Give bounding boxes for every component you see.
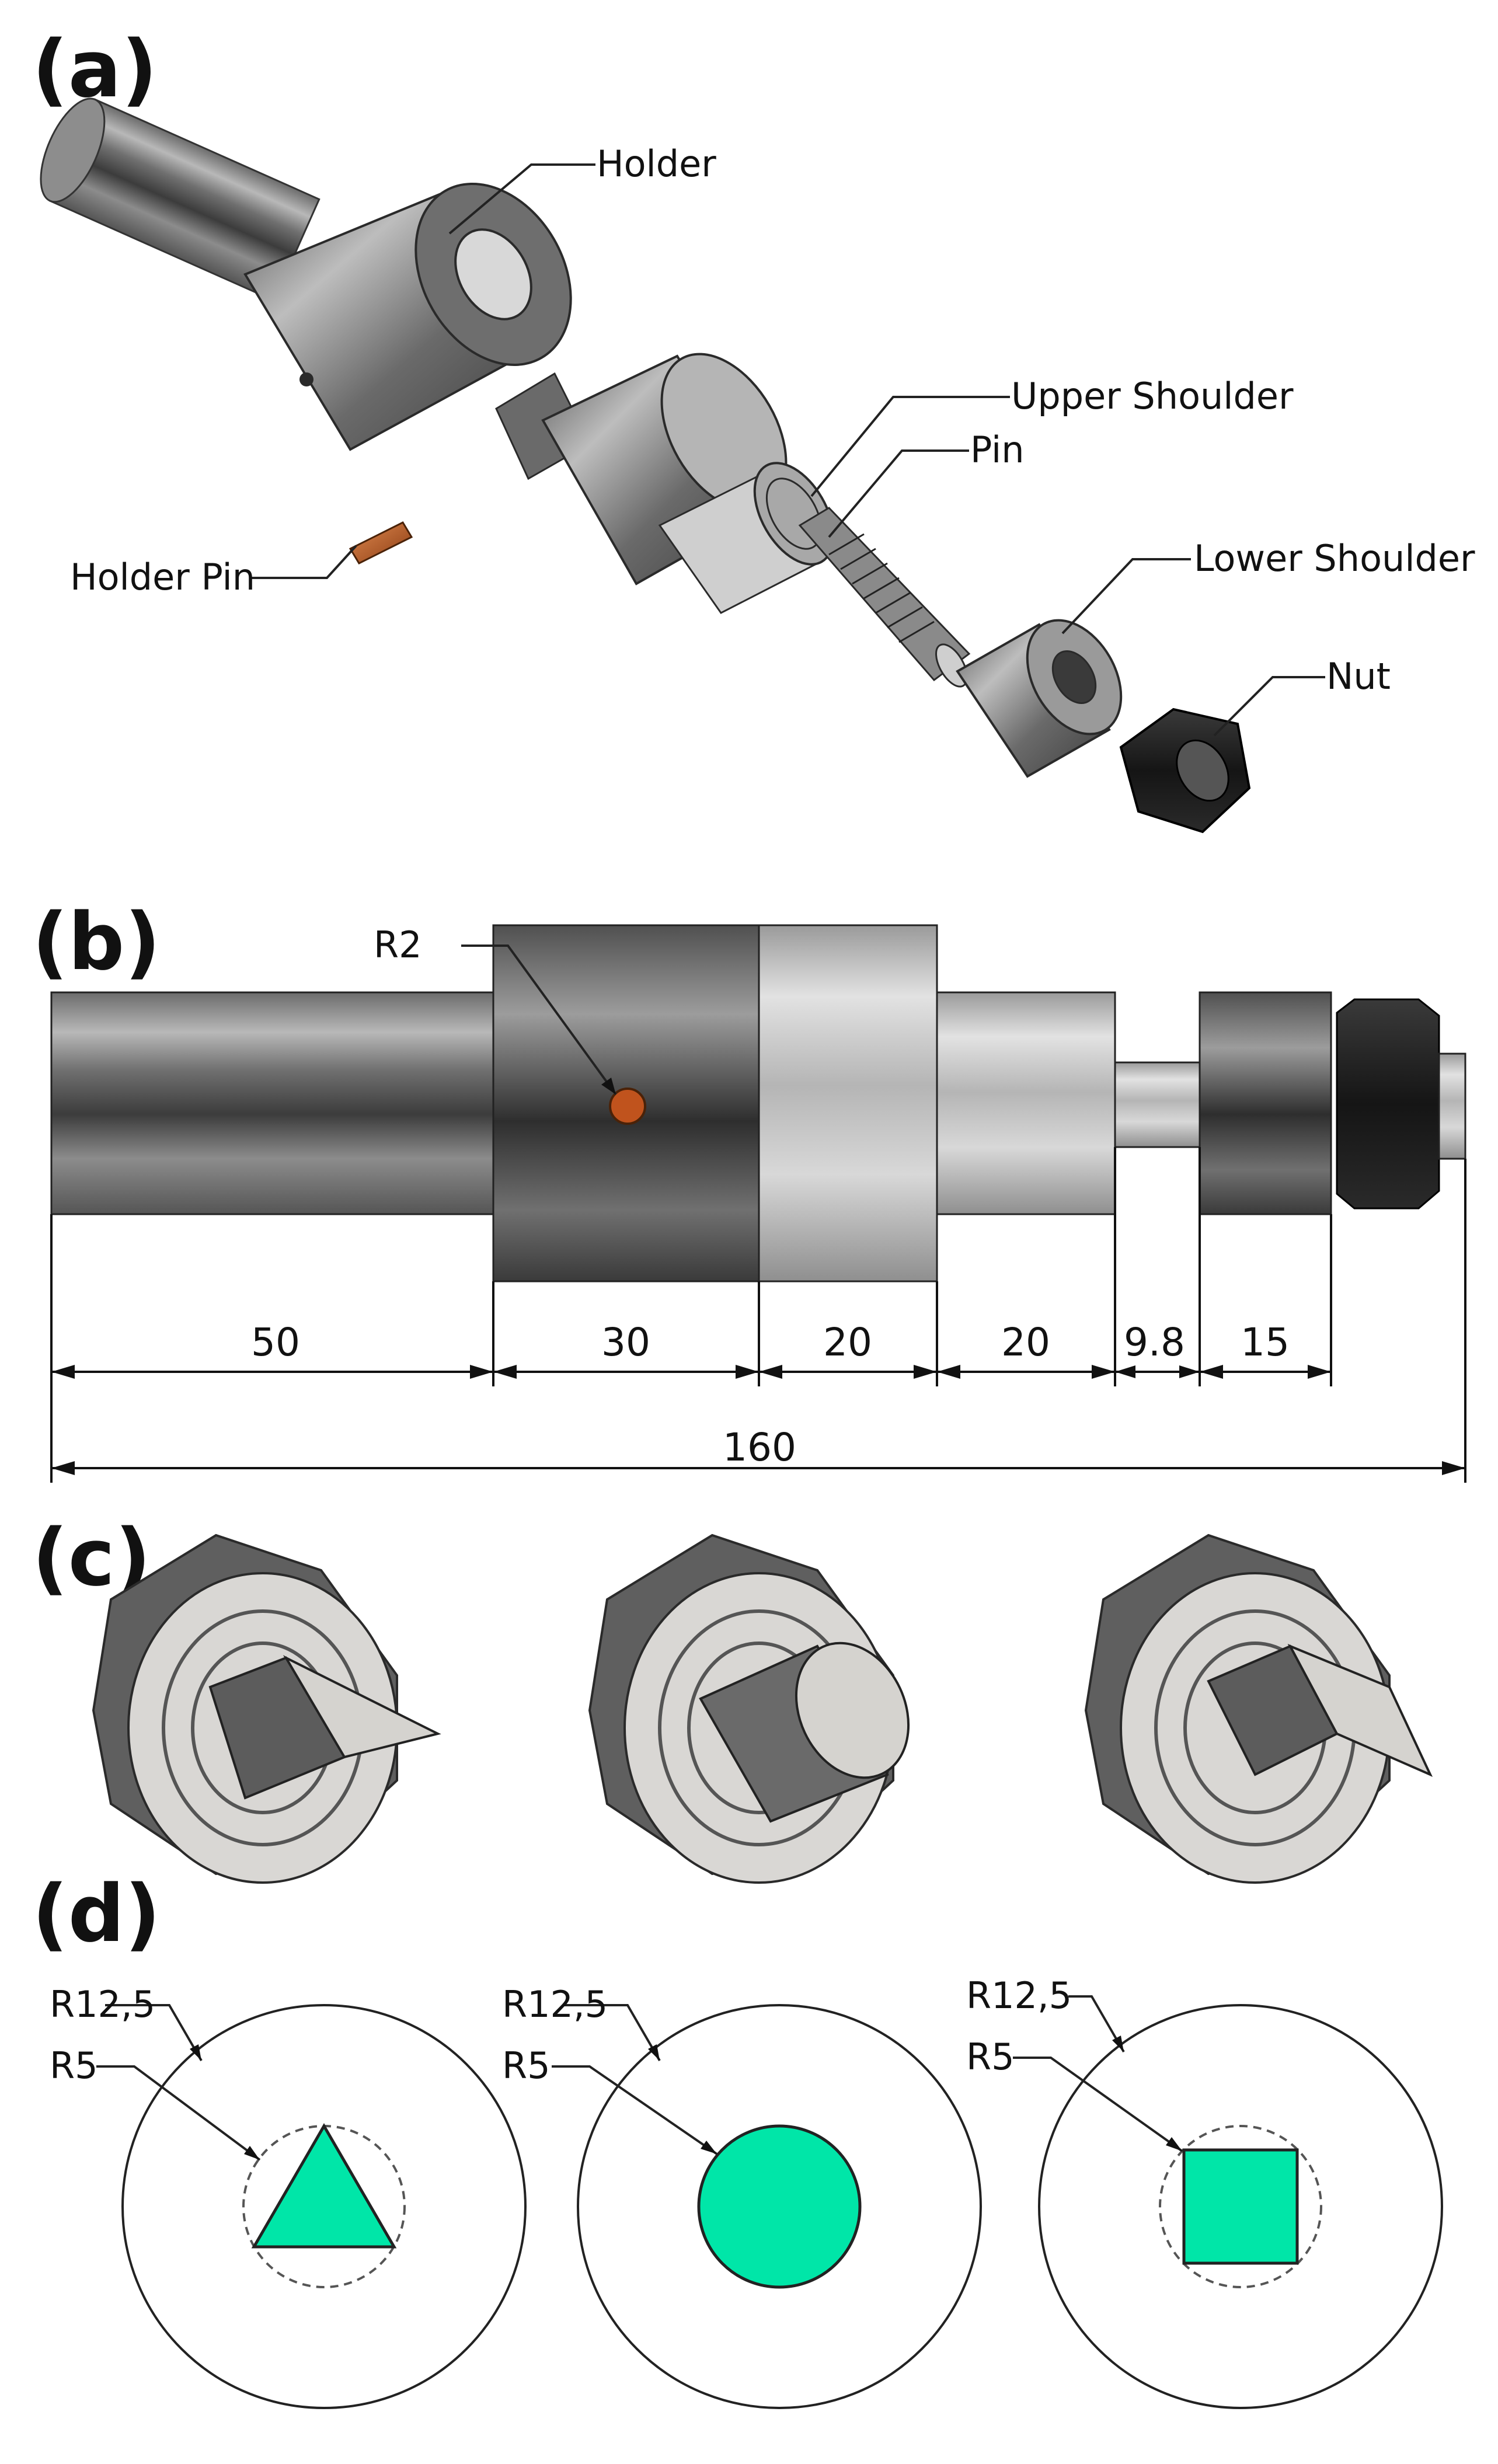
holder-shank bbox=[40, 97, 320, 302]
dim-total: 160 bbox=[723, 1425, 796, 1470]
exploded-view bbox=[40, 97, 1251, 834]
shank-section bbox=[50, 991, 494, 1215]
dim-segment-2: 30 bbox=[601, 1320, 650, 1365]
panel-label-b: (b) bbox=[32, 896, 161, 988]
upper-shoulder bbox=[495, 353, 835, 614]
pin-tip-section bbox=[1438, 1052, 1466, 1160]
callout-holder-pin-label: Holder Pin bbox=[70, 556, 255, 598]
nut bbox=[1119, 708, 1251, 834]
callout-nut-label: Nut bbox=[1326, 655, 1391, 698]
shoulder-render-triangle bbox=[92, 1534, 441, 1884]
shoulder-render-square bbox=[1084, 1534, 1433, 1884]
profile-triangle-inner-label: R5 bbox=[50, 2044, 98, 2087]
profile-circle-outer-label: R12,5 bbox=[502, 1983, 608, 2026]
dim-segment-3: 20 bbox=[823, 1320, 872, 1365]
triangle-profile-shape bbox=[251, 2123, 397, 2249]
callout-upper-shoulder-label: Upper Shoulder bbox=[1011, 375, 1294, 417]
callout-pin: Pin bbox=[828, 428, 1025, 538]
panel-label-d: (d) bbox=[32, 1868, 161, 1960]
lower-shoulder bbox=[956, 619, 1123, 778]
callout-holder-pin: Holder Pin bbox=[70, 545, 357, 598]
profile-circle: R12,5 R5 bbox=[502, 1983, 982, 2409]
upper-shoulder-section-wide bbox=[758, 924, 938, 1282]
dim-segment-6: 15 bbox=[1241, 1320, 1290, 1365]
side-view: R2 bbox=[50, 923, 1466, 1282]
holder-pin-hole bbox=[609, 1088, 646, 1125]
pin-section bbox=[1114, 1061, 1201, 1148]
profile-triangle-outer-label: R12,5 bbox=[50, 1983, 155, 2026]
callout-holder-label: Holder bbox=[597, 142, 716, 185]
dim-segment-5: 9.8 bbox=[1124, 1320, 1185, 1365]
square-profile-shape bbox=[1182, 2148, 1299, 2265]
radius-label-r2: R2 bbox=[374, 923, 422, 966]
circle-profile-shape bbox=[697, 2124, 862, 2289]
dim-segment-4: 20 bbox=[1001, 1320, 1050, 1365]
dim-segment-1: 50 bbox=[251, 1320, 300, 1365]
callout-upper-shoulder: Upper Shoulder bbox=[810, 375, 1294, 497]
profile-triangle: R12,5 R5 bbox=[50, 1983, 527, 2409]
upper-shoulder-section-narrow bbox=[936, 991, 1116, 1215]
profile-square-outer-label: R12,5 bbox=[966, 1974, 1072, 2017]
holder-body bbox=[243, 183, 572, 451]
callout-holder: Holder bbox=[448, 142, 716, 235]
dimension-chain: 50 30 20 20 9.8 15 160 bbox=[50, 1147, 1466, 1483]
callout-lower-shoulder: Lower Shoulder bbox=[1061, 537, 1475, 635]
radius-callout-r2: R2 bbox=[374, 923, 617, 1096]
callout-nut: Nut bbox=[1213, 655, 1391, 737]
profile-square: R12,5 R5 bbox=[966, 1974, 1443, 2409]
shoulder-render-circle bbox=[588, 1534, 910, 1884]
nut-section bbox=[1336, 998, 1440, 1210]
probe-pin bbox=[798, 507, 971, 688]
callout-lower-shoulder-label: Lower Shoulder bbox=[1194, 537, 1475, 580]
lower-shoulder-section bbox=[1199, 991, 1332, 1215]
profile-circle-inner-label: R5 bbox=[502, 2044, 551, 2087]
callout-pin-label: Pin bbox=[970, 428, 1025, 471]
holder-pin bbox=[349, 521, 413, 564]
profile-square-inner-label: R5 bbox=[966, 2036, 1015, 2078]
